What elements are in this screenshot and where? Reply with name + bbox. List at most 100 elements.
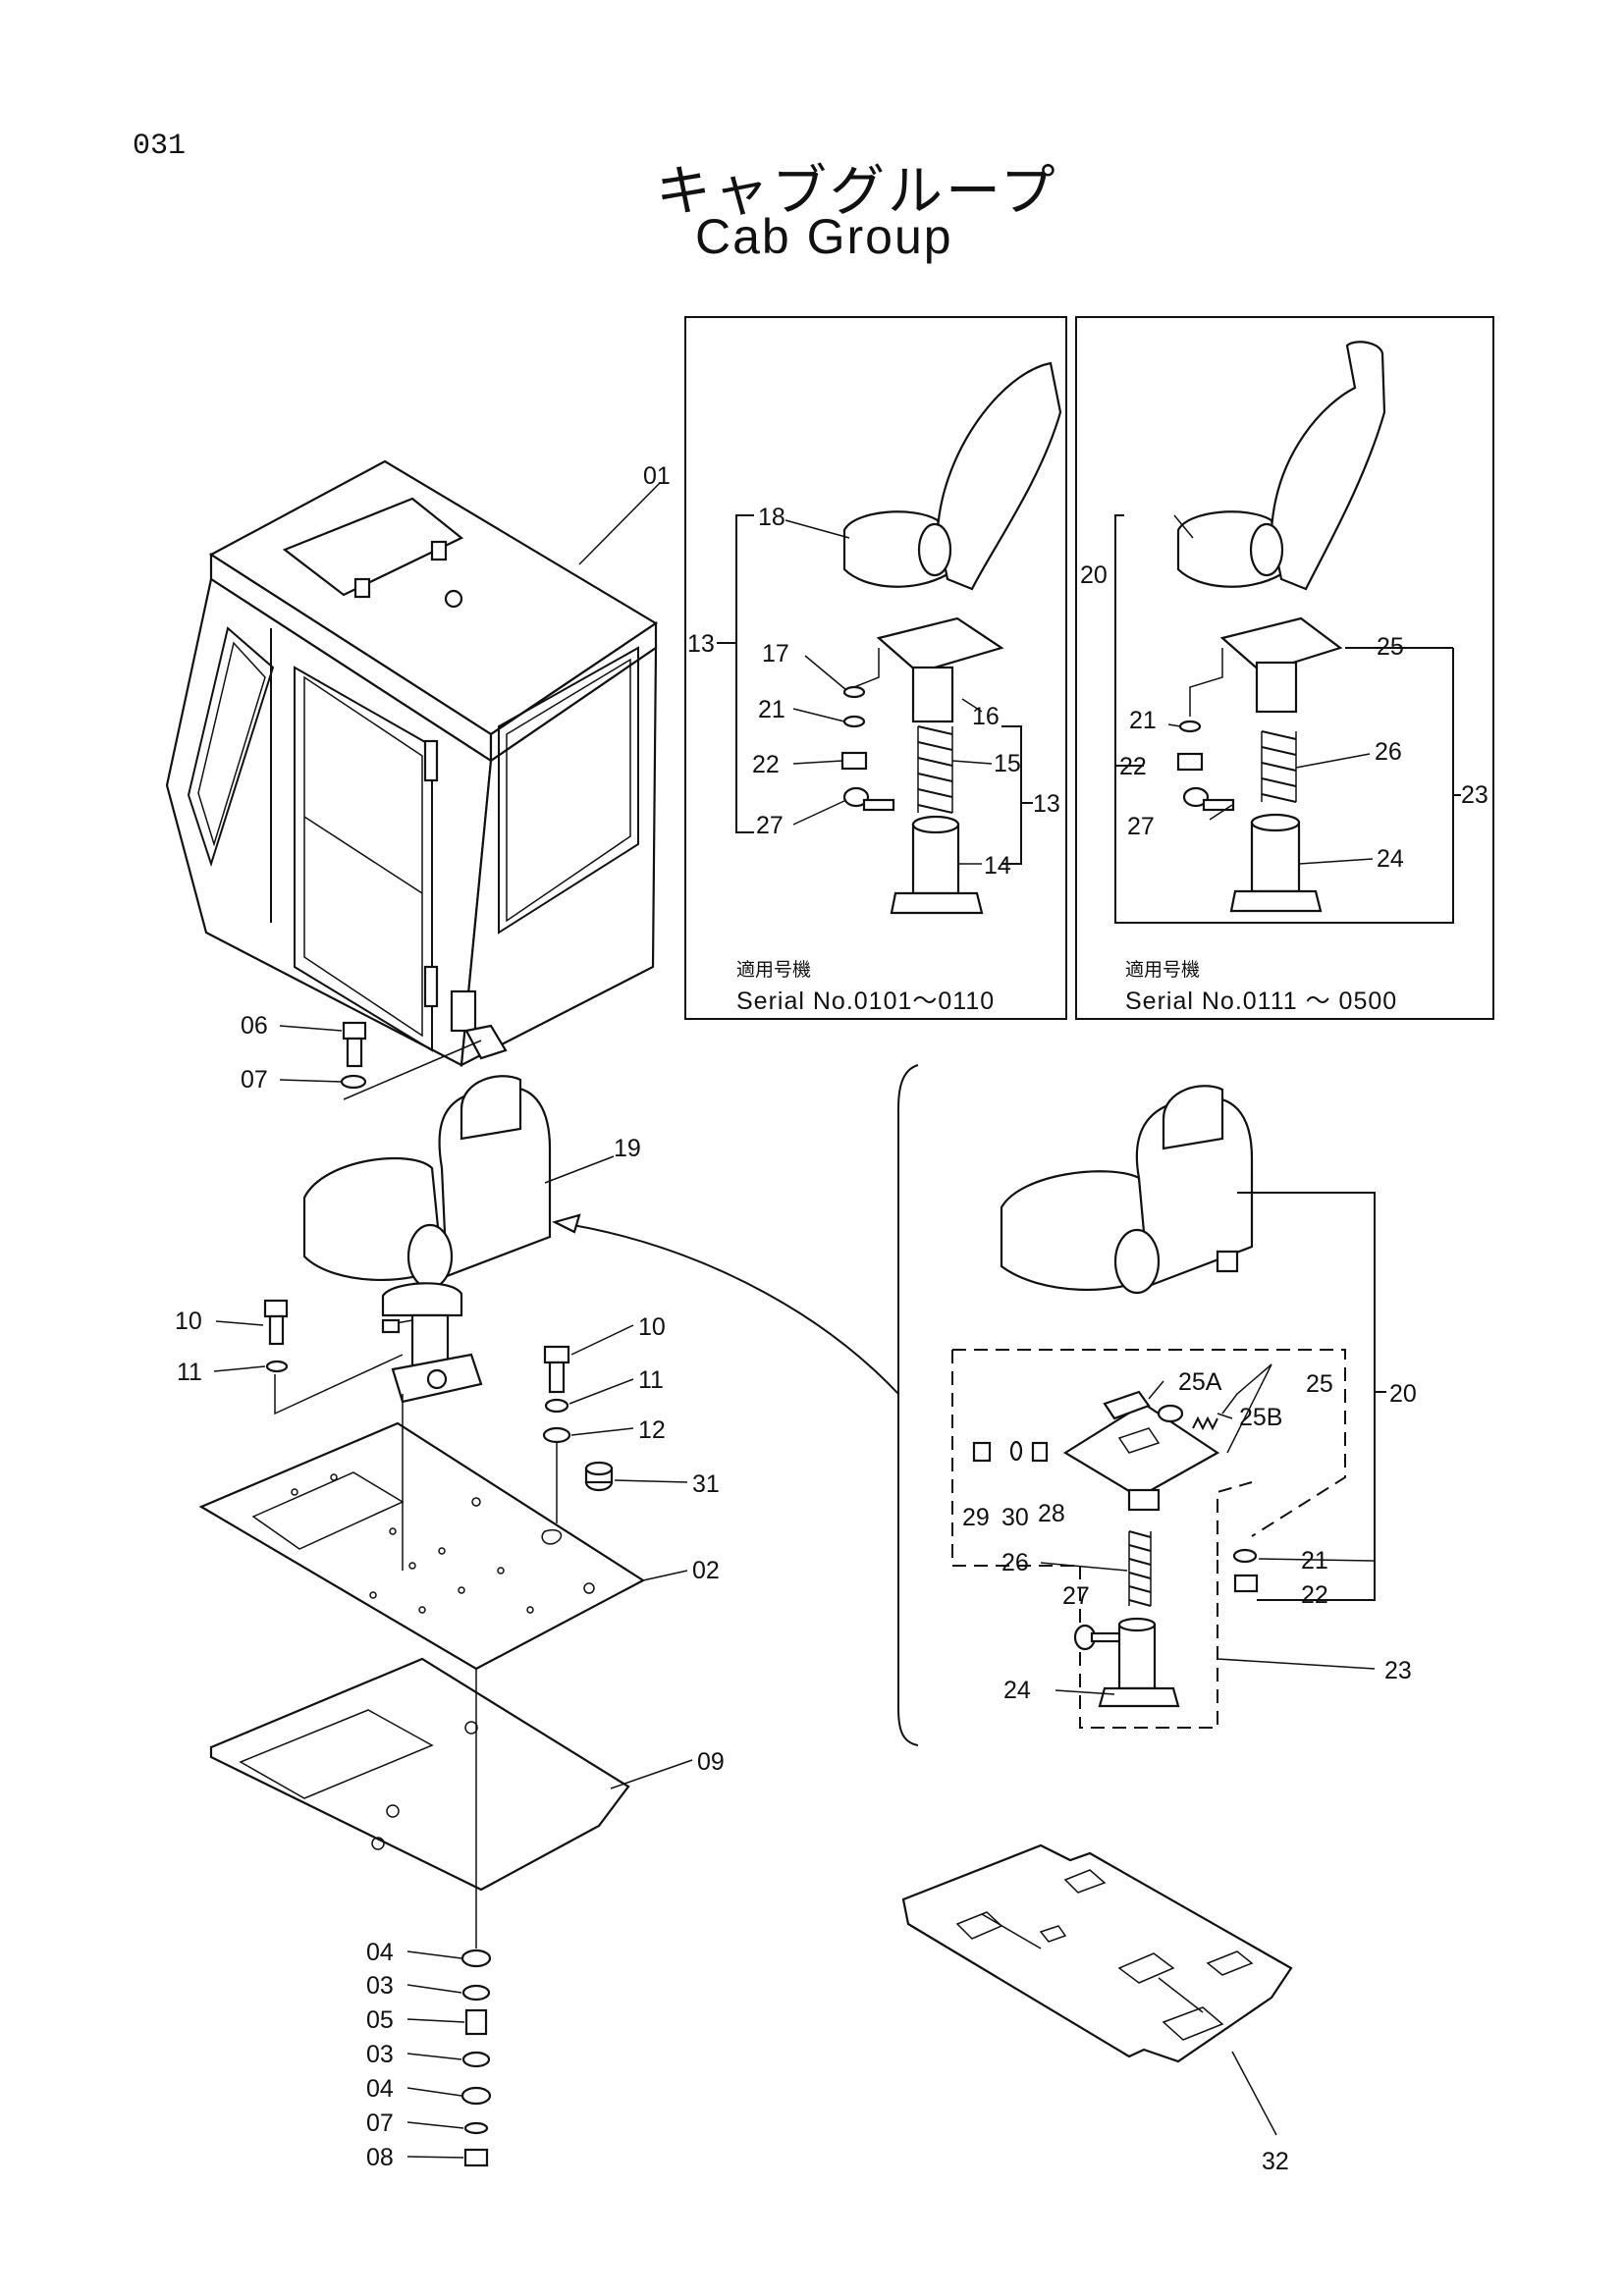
inset3-seat [1000,1085,1254,1295]
callout-inset1-15: 15 [994,750,1021,777]
inset3-spring-26 [1128,1530,1152,1607]
callout-09: 09 [697,1748,725,1776]
callout-08: 08 [366,2144,394,2171]
inset2-knob-27 [1182,786,1235,812]
inset1-seat-18 [842,361,1062,591]
cushion-04-top [460,1949,492,1968]
inset-box-serial-0111 [1075,316,1494,1020]
callout-inset1-13-left: 13 [687,630,715,658]
callout-10-right: 10 [638,1313,666,1341]
callout-12: 12 [638,1416,666,1444]
callout-inset2-26: 26 [1375,738,1402,766]
inset3-lever-25A [1103,1390,1184,1423]
callout-inset2-24: 24 [1377,845,1404,873]
stopper-03-top [461,1984,491,2002]
callout-32: 32 [1262,2148,1289,2175]
callout-inset3-28: 28 [1038,1500,1065,1527]
callout-inset3-23: 23 [1384,1657,1412,1684]
callout-inset1-16: 16 [972,703,1000,730]
callout-04-bottom: 04 [366,2075,394,2103]
inset3-bolt-29 [972,1441,992,1463]
page-number: 031 [133,130,187,163]
grommet-31 [584,1461,614,1492]
washer-11-right [544,1398,569,1414]
callout-11-right: 11 [638,1366,664,1394]
callout-inset3-21: 21 [1301,1547,1328,1575]
callout-03-bottom: 03 [366,2041,394,2068]
callout-inset1-22: 22 [752,751,780,778]
inset3-spring-25B [1192,1415,1218,1431]
callout-inset3-29: 29 [962,1504,990,1531]
serial-note-0101-serial: Serial No.0101～0110 [736,988,996,1015]
callout-11-left: 11 [177,1359,202,1386]
inset1-washer-21 [842,715,866,728]
callout-03-top: 03 [366,1972,394,2000]
callout-inset2-21: 21 [1129,707,1157,734]
serial-note-0111: 適用号機 Serial No.0111 ～ 0500 [1125,955,1397,1017]
washer-07-bottom [463,2121,489,2135]
page-title-japanese: キャブグループ [656,160,1058,224]
callout-inset2-22: 22 [1119,753,1147,780]
inset2-base-24 [1229,813,1323,913]
inset3-clip-28 [1031,1441,1049,1463]
callout-02: 02 [692,1557,720,1584]
callout-inset1-18: 18 [758,504,785,531]
inset3-dashed-group-25 [952,1349,1346,1537]
inset3-base-24 [1098,1617,1180,1708]
inset2-nut-22 [1176,752,1204,772]
inset3-washer-30 [1009,1440,1023,1462]
serial-note-0101-jp: 適用号機 [736,960,812,981]
washer-12 [542,1426,571,1444]
callout-inset2-27: 27 [1127,813,1155,840]
seat-19-pedestal [381,1313,483,1404]
serial-note-0111-jp: 適用号機 [1125,960,1201,981]
callout-inset3-26: 26 [1001,1549,1029,1576]
callout-19: 19 [614,1135,641,1162]
inset2-washer-21 [1178,720,1202,733]
callout-31: 31 [692,1470,720,1498]
mount-stack [460,1895,492,2167]
inset-box-serial-0101 [684,316,1067,1020]
serial-note-0111-serial: Serial No.0111 ～ 0500 [1125,988,1398,1015]
callout-inset1-27: 27 [756,812,784,839]
floor-mat-32 [901,1843,1293,2136]
callout-04-top: 04 [366,1939,394,1966]
bolt-10-right [543,1345,570,1394]
callout-inset3-24: 24 [1003,1677,1031,1704]
inset2-mount-plate [1219,616,1343,714]
callout-07-bottom: 07 [366,2109,394,2137]
callout-inset2-23: 23 [1461,781,1488,809]
callout-inset1-17: 17 [762,640,789,667]
inset3-adjust-plate-25 [1062,1402,1220,1512]
callout-inset2-25: 25 [1377,633,1404,661]
cushion-04-bottom [460,2086,492,2106]
callout-inset3-30: 30 [1001,1504,1029,1531]
callout-inset3-25: 25 [1306,1370,1333,1398]
callout-inset3-27: 27 [1062,1582,1090,1610]
nut-08 [463,2148,489,2167]
inset3-washer-21 [1232,1548,1258,1564]
inset1-mount-plate [876,616,1004,723]
callout-inset3-22: 22 [1301,1581,1328,1609]
inset3-nut-22 [1233,1574,1259,1593]
callout-06: 06 [241,1012,268,1040]
callout-10-left: 10 [175,1308,202,1335]
floor-mat-09 [209,1657,630,1895]
callout-inset3-25A: 25A [1178,1368,1222,1396]
inset2-seat-20 [1176,341,1386,591]
collar-05 [464,2008,488,2036]
inset1-spring-15 [917,725,953,814]
callout-01: 01 [643,462,671,490]
callout-inset1-21: 21 [758,696,785,723]
bolt-10-left [263,1299,289,1346]
inset3-arrow [554,1221,899,1395]
washer-11-left [265,1360,289,1373]
callout-07-top: 07 [241,1066,268,1094]
callout-inset3-20: 20 [1389,1380,1417,1408]
inset1-washer-17 [842,685,866,699]
inset3-knob-27 [1073,1624,1123,1651]
stopper-03-bottom [461,2051,491,2068]
callout-05: 05 [366,2006,394,2034]
inset2-spring-26 [1261,730,1297,803]
